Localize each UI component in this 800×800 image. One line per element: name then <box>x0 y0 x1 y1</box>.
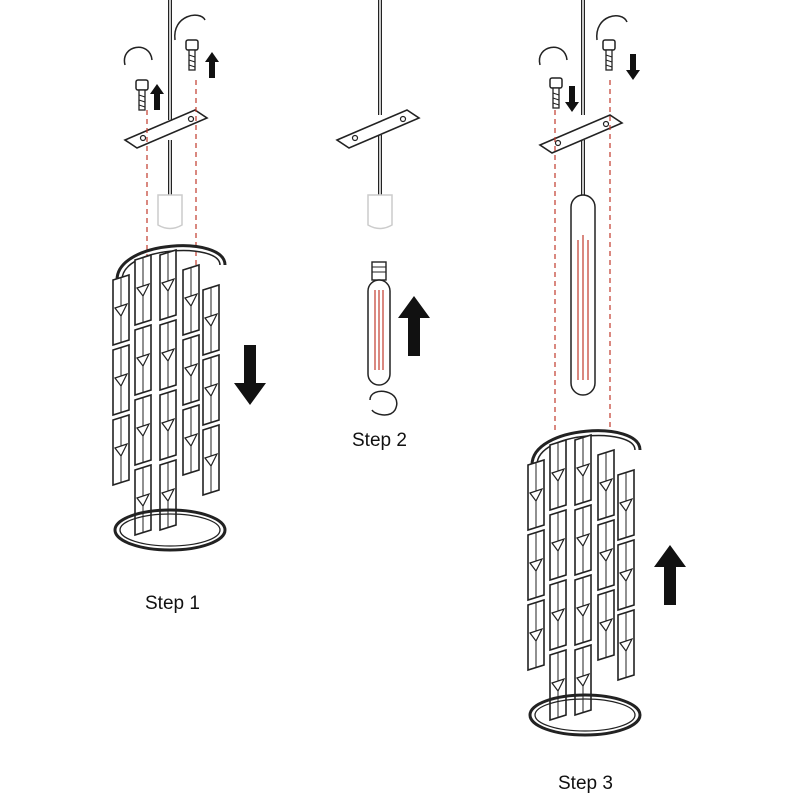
tube-bulb <box>367 261 391 386</box>
step1-label: Step 1 <box>145 593 200 614</box>
step3-label: Step 3 <box>558 773 613 794</box>
step1-assembly <box>113 0 266 550</box>
step2-label: Step 2 <box>352 430 407 451</box>
step3-assembly <box>528 0 686 735</box>
step2-assembly <box>336 0 430 416</box>
